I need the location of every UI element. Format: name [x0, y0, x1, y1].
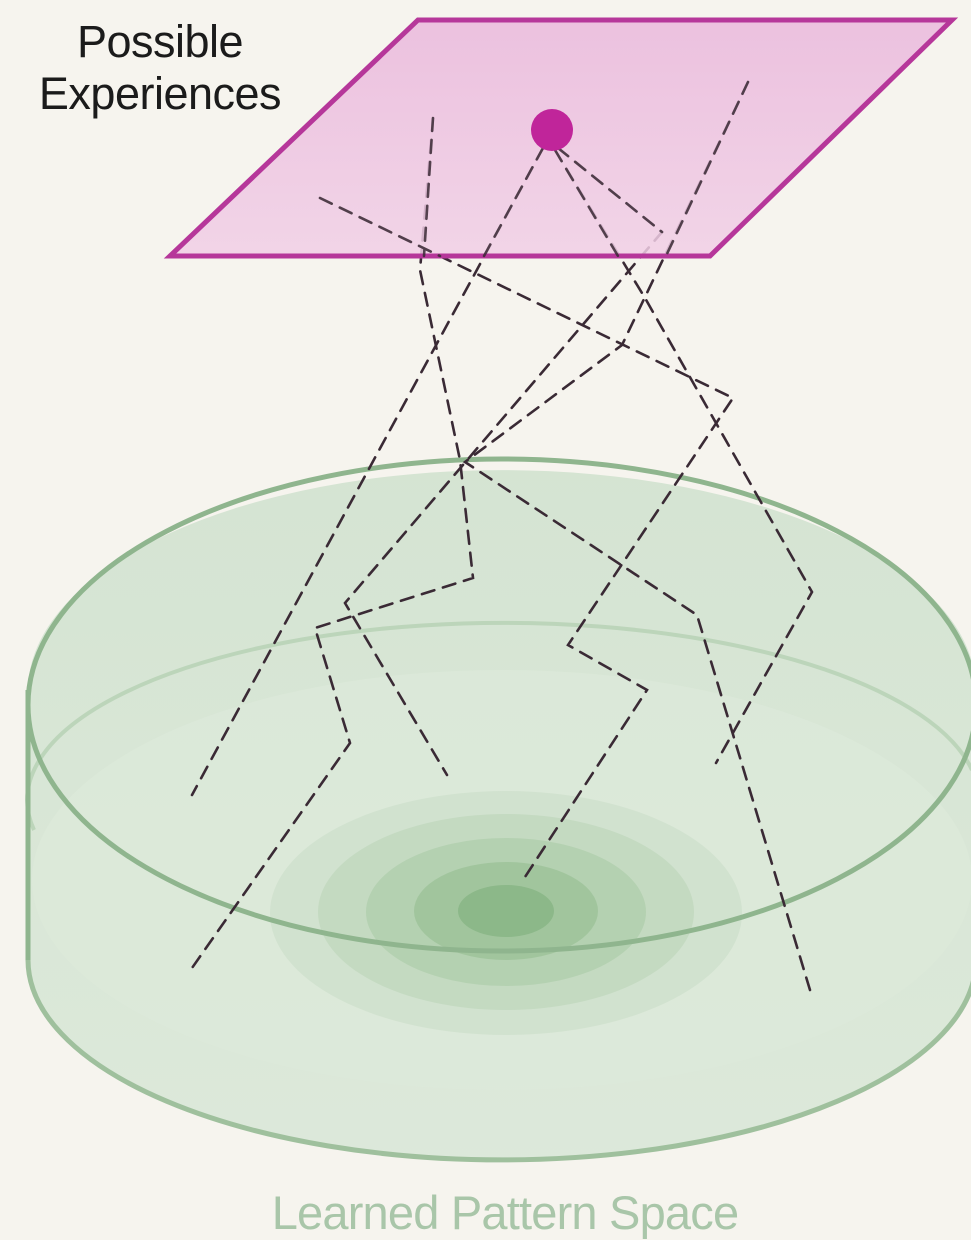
possible-experiences-plane — [163, 17, 959, 259]
trajectory-line — [462, 80, 812, 992]
attractor-well — [270, 791, 742, 1035]
experience-point — [531, 109, 573, 151]
trajectory-line — [553, 148, 814, 765]
trajectory-line — [190, 116, 475, 970]
attractor-center — [458, 885, 554, 937]
trajectory-line — [318, 196, 735, 879]
basin-rim — [25, 456, 971, 954]
plane-label-line2: Experiences — [38, 68, 282, 119]
plane-label-line1: Possible — [76, 16, 244, 67]
basin-bottom-edge — [25, 959, 971, 1163]
learned-pattern-basin — [25, 456, 971, 1163]
possible-experiences-label: Possible Experiences — [0, 16, 320, 120]
basin-water-line — [25, 620, 971, 831]
learned-pattern-space-label: Learned Pattern Space — [271, 1186, 739, 1239]
